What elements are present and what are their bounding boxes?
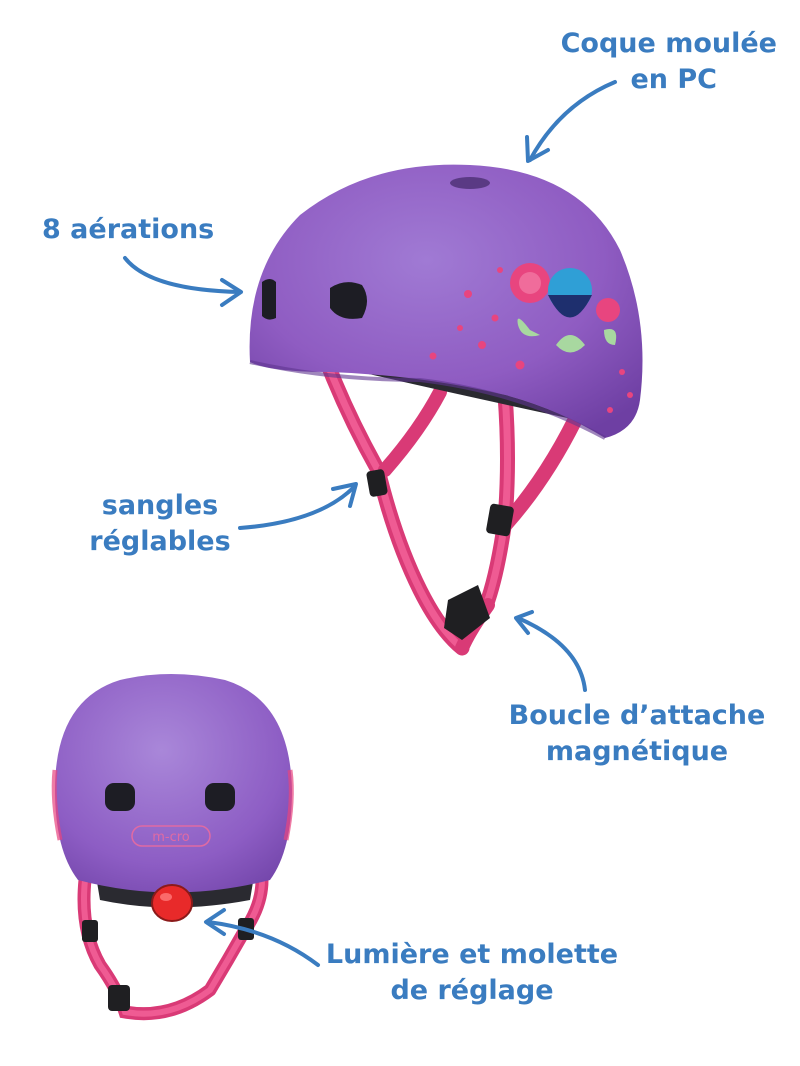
callout-vents: 8 aérations	[42, 212, 242, 248]
flower-decoration	[429, 263, 633, 413]
callout-light-line1: Lumière et molette	[325, 939, 619, 970]
strap-buckles	[366, 469, 514, 640]
arrow-light	[204, 908, 320, 967]
helmet-back-view: m-cro	[51, 674, 294, 1021]
callout-light-line2: de réglage	[390, 975, 554, 1006]
vent-hole	[105, 783, 135, 811]
callout-buckle-line2: magnétique	[545, 736, 729, 767]
vent-hole	[450, 177, 490, 189]
vent-hole	[262, 279, 276, 320]
arrow-shell	[525, 80, 617, 163]
helmet-side-view	[249, 164, 643, 656]
callout-straps: sangles réglables	[80, 488, 240, 560]
callout-arrows	[123, 80, 617, 967]
callout-shell: Coque moulée en PC	[515, 26, 777, 98]
callout-vents-line1: 8 aérations	[42, 214, 215, 245]
callout-shell-line2: en PC	[630, 64, 717, 95]
callout-buckle: Boucle d’attache magnétique	[492, 698, 782, 770]
back-shell	[55, 674, 292, 893]
helmet-shell	[249, 164, 643, 439]
brand-logo	[131, 825, 211, 847]
callout-shell-line1: Coque moulée	[560, 28, 777, 59]
callout-straps-line2: réglables	[89, 526, 231, 557]
arrow-vents	[123, 256, 243, 307]
vent-hole	[205, 783, 235, 811]
adjustment-dial-light	[151, 884, 193, 922]
arrow-straps	[238, 482, 358, 530]
callout-straps-line1: sangles	[101, 490, 219, 521]
brand-logo-text: m-cro	[152, 830, 190, 845]
callout-buckle-line1: Boucle d’attache	[508, 700, 766, 731]
vent-hole	[330, 282, 367, 319]
callout-light: Lumière et molette de réglage	[322, 937, 622, 1009]
arrow-buckle	[514, 610, 587, 692]
